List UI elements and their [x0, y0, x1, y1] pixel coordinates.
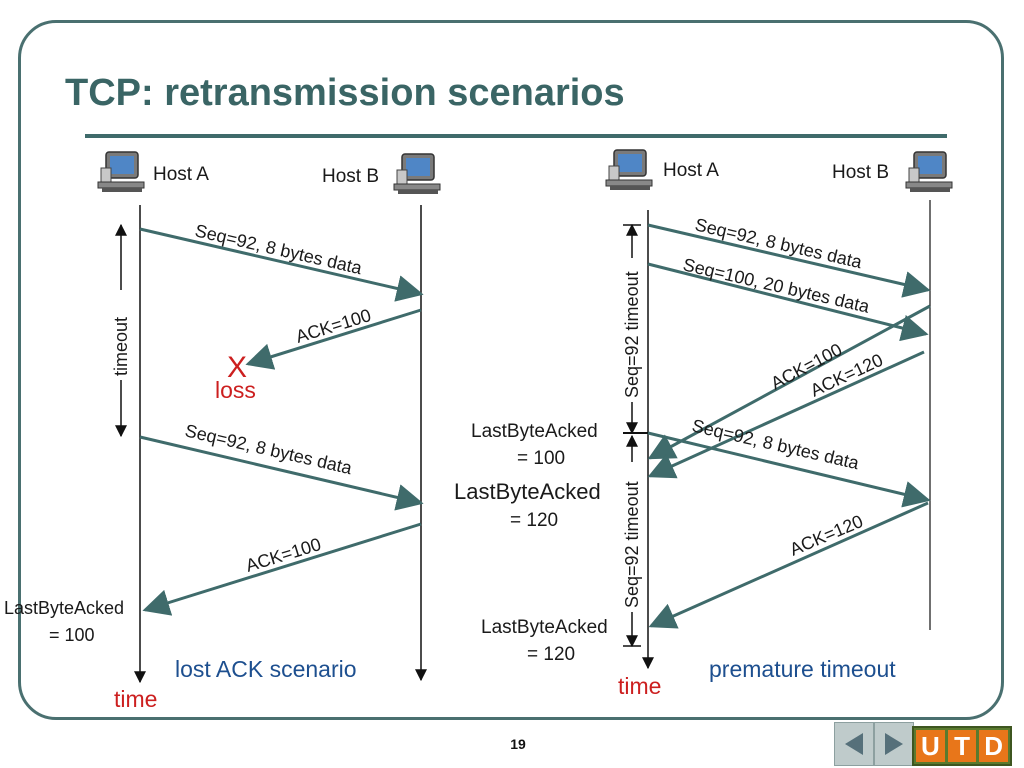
- left-seq92-arrow: [139, 227, 424, 302]
- right-seq92-arrow: [647, 223, 931, 298]
- triangle-left-icon: [845, 733, 863, 755]
- triangle-right-icon: [885, 733, 903, 755]
- right-timeout1-label: Seq=92 timeout: [622, 271, 642, 398]
- left-ack100-arrow: [142, 522, 422, 616]
- host-b-computer-icon: [905, 151, 953, 193]
- left-host-a-label: Host A: [153, 164, 209, 185]
- right-ack100-arrow: [647, 304, 931, 460]
- left-last-byte-acked-label: LastByteAcked: [4, 598, 124, 618]
- right-scenario: Host A Host B Seq=92 timeout Seq=92 time…: [454, 149, 953, 699]
- host-a-computer-icon: [97, 151, 145, 193]
- left-seq92-retx-label: Seq=92, 8 bytes data: [183, 420, 355, 478]
- next-slide-button[interactable]: [874, 722, 914, 766]
- right-last-byte-acked-1-value: = 100: [517, 448, 565, 469]
- right-last-byte-acked-3-label: LastByteAcked: [481, 617, 608, 638]
- utd-logo-letter-u: U: [916, 730, 945, 762]
- right-last-byte-acked-2-label: LastByteAcked: [454, 479, 601, 504]
- right-last-byte-acked-1-label: LastByteAcked: [471, 421, 598, 442]
- right-host-a-label: Host A: [663, 160, 719, 181]
- right-scenario-caption: premature timeout: [709, 656, 896, 682]
- right-ack120-arrow: [647, 350, 925, 479]
- left-seq92-label: Seq=92, 8 bytes data: [193, 220, 365, 278]
- left-scenario: Host A Host B timeout Seq=92, 8 bytes da…: [4, 151, 441, 712]
- slide-frame: [18, 20, 1004, 720]
- loss-x-icon: X: [227, 351, 247, 384]
- left-ack100-label: ACK=100: [243, 534, 323, 576]
- left-host-b-label: Host B: [322, 166, 379, 187]
- right-last-byte-acked-3-value: = 120: [527, 644, 575, 665]
- left-timeout-label: timeout: [111, 317, 131, 376]
- left-last-byte-acked-value: = 100: [49, 625, 95, 645]
- utd-logo-letter-d: D: [979, 730, 1009, 762]
- host-b-computer-icon: [393, 153, 441, 195]
- right-last-byte-acked-2-value: = 120: [510, 510, 558, 531]
- right-time-label: time: [618, 673, 661, 699]
- title-underline: [85, 134, 947, 138]
- utd-logo: U T D: [912, 726, 1012, 766]
- left-ack100-lost-arrow: [245, 308, 422, 370]
- right-host-b-label: Host B: [832, 162, 889, 183]
- previous-slide-button[interactable]: [834, 722, 874, 766]
- left-seq92-retx-arrow: [139, 435, 424, 511]
- right-seq92-retx-arrow: [647, 431, 931, 508]
- slide-title: TCP: retransmission scenarios: [65, 72, 625, 114]
- right-ack120-final-arrow: [648, 501, 929, 629]
- left-ack100-lost-label: ACK=100: [293, 305, 373, 347]
- left-scenario-caption: lost ACK scenario: [175, 656, 357, 682]
- slide-number: 19: [510, 736, 526, 752]
- left-time-label: time: [114, 686, 157, 712]
- host-a-computer-icon: [605, 149, 653, 191]
- loss-label: loss: [215, 377, 256, 403]
- utd-logo-letter-t: T: [947, 730, 977, 762]
- right-timeout2-label: Seq=92 timeout: [622, 481, 642, 608]
- right-seq100-arrow: [647, 262, 929, 342]
